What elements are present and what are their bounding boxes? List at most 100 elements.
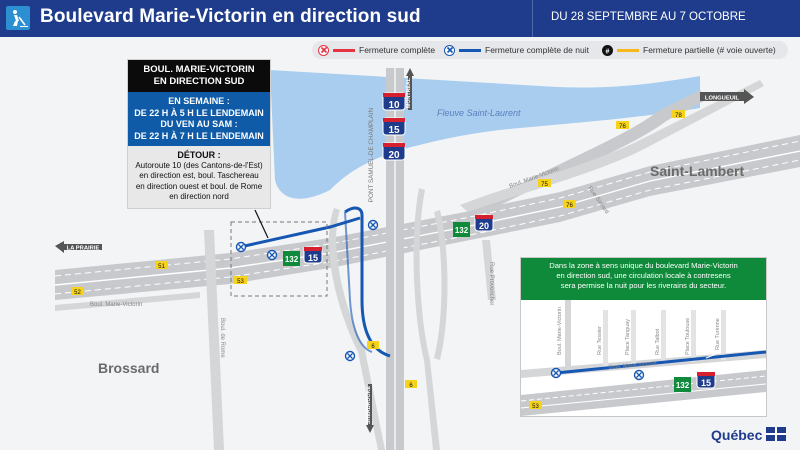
callout-detour: DÉTOUR : Autoroute 10 (des Cantons-de-l'… [128, 146, 270, 208]
night-closure-loop [344, 211, 373, 353]
legend-label-full: Fermeture complète [359, 45, 436, 55]
svg-text:76: 76 [619, 124, 626, 130]
exit-76-tag: 76 [616, 121, 629, 130]
highway-15-number: 15 [388, 125, 400, 136]
svg-text:53: 53 [532, 404, 539, 410]
route-132-shield: 132 [283, 251, 300, 266]
closure-x-icon [367, 219, 379, 231]
closure-callout: BOUL. MARIE-VICTORIN EN DIRECTION SUD EN… [128, 60, 270, 208]
direction-la-prairie-label: LA PRAIRIE [67, 246, 100, 252]
svg-text:75: 75 [541, 182, 548, 188]
highway-10-shield: 10 [382, 92, 406, 111]
quebec-logo: Québec [711, 427, 787, 443]
road-label-de-rome: Boul. de Rome [219, 318, 225, 358]
direction-la-prairie: LA PRAIRIE [55, 241, 102, 253]
inset-street-label: Place Toulouse [685, 318, 691, 355]
legend-full-closure: Fermeture complète [318, 44, 435, 56]
fleur-de-lis-flag-icon [766, 427, 787, 441]
route-132-shield: 132 [453, 222, 470, 237]
inset-night-closure [555, 350, 766, 375]
exit-6-tag: 6 [367, 341, 379, 350]
inset-street-label: Rue Tessier [597, 326, 603, 355]
highway-15-number-lower: 15 [308, 253, 318, 263]
legend-label-night: Fermeture complète de nuit [485, 45, 589, 55]
legend-night-closure: Fermeture complète de nuit [444, 44, 589, 56]
lane-count-icon: # [602, 44, 613, 56]
highway-15-shield-lower: 15 [303, 246, 323, 264]
svg-text:6: 6 [409, 383, 413, 389]
inset-map: 132 15 53 Boul. Marie-Victorin Rue Tessi… [521, 300, 766, 416]
highway-10-number: 10 [388, 100, 400, 111]
closure-x-icon [266, 249, 278, 261]
interchange-loops [434, 210, 448, 360]
detour-text: Autoroute 10 (des Cantons-de-l'Est) en d… [135, 160, 263, 202]
inset-panel: Dans la zone à sens unique du boulevard … [521, 258, 766, 416]
direction-longueuil: LONGUEUIL [700, 89, 754, 104]
legend-swatch-blue [459, 48, 481, 52]
direction-sherbrooke-label: SHERBROOKE [366, 386, 372, 424]
svg-text:76: 76 [566, 203, 573, 209]
svg-text:51: 51 [158, 264, 165, 270]
river-label: Fleuve Saint-Laurent [437, 108, 521, 118]
road-work-icon [6, 6, 30, 30]
direction-sherbrooke: SHERBROOKE [366, 384, 374, 433]
svg-text:#: # [606, 48, 610, 55]
exit-75-tag: 75 [538, 179, 551, 188]
inset-street-label: Rue Talbot [655, 328, 661, 355]
svg-text:53: 53 [237, 279, 244, 285]
closure-x-icon [444, 44, 455, 56]
legend-label-partial: Fermeture partielle (# voie ouverte) [643, 45, 776, 55]
exit-53-tag: 53 [529, 401, 542, 410]
closure-x-icon [318, 44, 329, 56]
svg-text:52: 52 [74, 290, 81, 296]
svg-text:132: 132 [676, 381, 690, 390]
direction-longueuil-label: LONGUEUIL [705, 96, 740, 102]
interchange-loops [413, 188, 440, 450]
closure-x-icon [633, 369, 645, 381]
road-provencher [482, 240, 496, 300]
direction-montreal-label: MONTRÉAL [404, 77, 412, 108]
header-bar: Boulevard Marie-Victorin en direction su… [0, 0, 800, 37]
closure-x-icon [235, 241, 247, 253]
svg-text:78: 78 [675, 113, 682, 119]
closure-x-icon [344, 350, 356, 362]
highway-20-shield-lower: 20 [474, 214, 494, 232]
route-132-shield: 132 [674, 377, 691, 392]
highway-a10 [55, 135, 800, 300]
brand-text: Québec [711, 427, 763, 443]
highway-20-number-lower: 20 [479, 221, 489, 231]
road-marie-victorin-west [55, 292, 200, 311]
detour-title: DÉTOUR : [177, 150, 221, 160]
river-area [270, 70, 700, 199]
place-brossard: Brossard [98, 360, 160, 376]
direction-montreal: MONTRÉAL [404, 68, 414, 110]
exit-6-tag: 6 [405, 380, 417, 389]
legend: Fermeture complète Fermeture complète de… [312, 41, 788, 59]
route-132-number: 132 [455, 226, 469, 235]
night-closure-marie-victorin [239, 216, 361, 249]
inset-street-label: Boul. Marie-Victorin [609, 361, 657, 371]
ramp-upper [460, 80, 764, 212]
bridge-label: PONT SAMUEL-DE CHAMPLAIN [368, 107, 375, 202]
closure-zone-box [230, 221, 328, 297]
callout-schedule: EN SEMAINE : DE 22 H À 5 H LE LENDEMAIN … [128, 92, 270, 146]
page-title: Boulevard Marie-Victorin en direction su… [40, 6, 421, 27]
legend-partial-closure: # Fermeture partielle (# voie ouverte) [602, 44, 776, 56]
highway-15-shield: 15 [382, 117, 406, 136]
highway-20-number: 20 [388, 150, 400, 161]
closure-x-icon [550, 367, 562, 379]
callout-title: BOUL. MARIE-VICTORIN EN DIRECTION SUD [128, 60, 270, 92]
inset-street-label: Boul. Marie-Victorin [557, 307, 563, 355]
road-label-marie-victorin-west: Boul. Marie-Victorin [90, 302, 142, 308]
exit-53-tag: 53 [234, 276, 247, 285]
highway-20-shield: 20 [382, 142, 406, 161]
place-saint-lambert: Saint-Lambert [650, 163, 745, 179]
date-range: DU 28 SEPTEMBRE AU 7 OCTOBRE [551, 11, 746, 23]
exit-51-tag: 51 [155, 261, 168, 270]
legend-swatch-red [333, 48, 355, 52]
exit-76-tag: 76 [563, 200, 576, 209]
date-box: DU 28 SEPTEMBRE AU 7 OCTOBRE [532, 0, 800, 37]
svg-text:6: 6 [371, 344, 375, 350]
road-label-provencher: Rue Provencher [488, 262, 494, 305]
